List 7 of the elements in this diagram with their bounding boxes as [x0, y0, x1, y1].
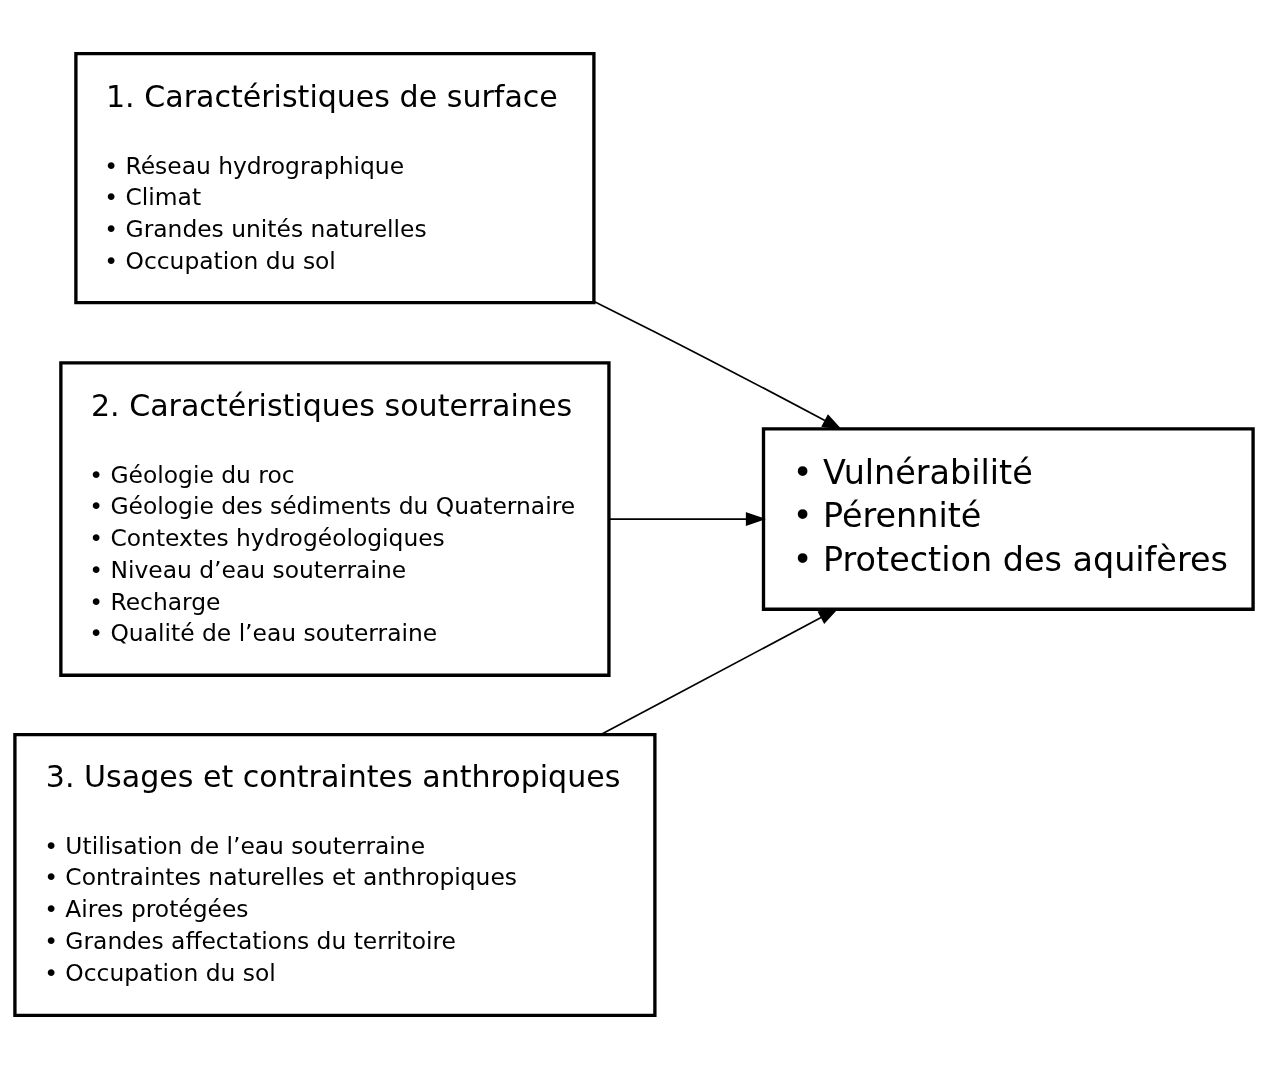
- node-box: • Vulnérabilité • Pérennité • Protection des aquifères: [761, 427, 1255, 611]
- arrow: [608, 512, 766, 527]
- node-box: 2. Caractéristiques souterraines • Géologie du roc • Géologie des sédiments du Quaternaire • Contextes hydrogéologiques • Niveau d’eau souterraine • Recharge • Qualité de l’eau souterraine: [59, 361, 611, 677]
- node-box: 1. Caractéristiques de surface • Réseau hydrographique • Climat • Grandes unités naturelles • Occupation du sol: [74, 52, 596, 305]
- arrow: [600, 608, 839, 736]
- arrow: [593, 300, 843, 430]
- node-box: 3. Usages et contraintes anthropiques • Utilisation de l’eau souterraine • Contraintes naturelles et anthropiques • Aires protégées • Grandes affectations du territoire • Occupation du sol: [13, 732, 657, 1017]
